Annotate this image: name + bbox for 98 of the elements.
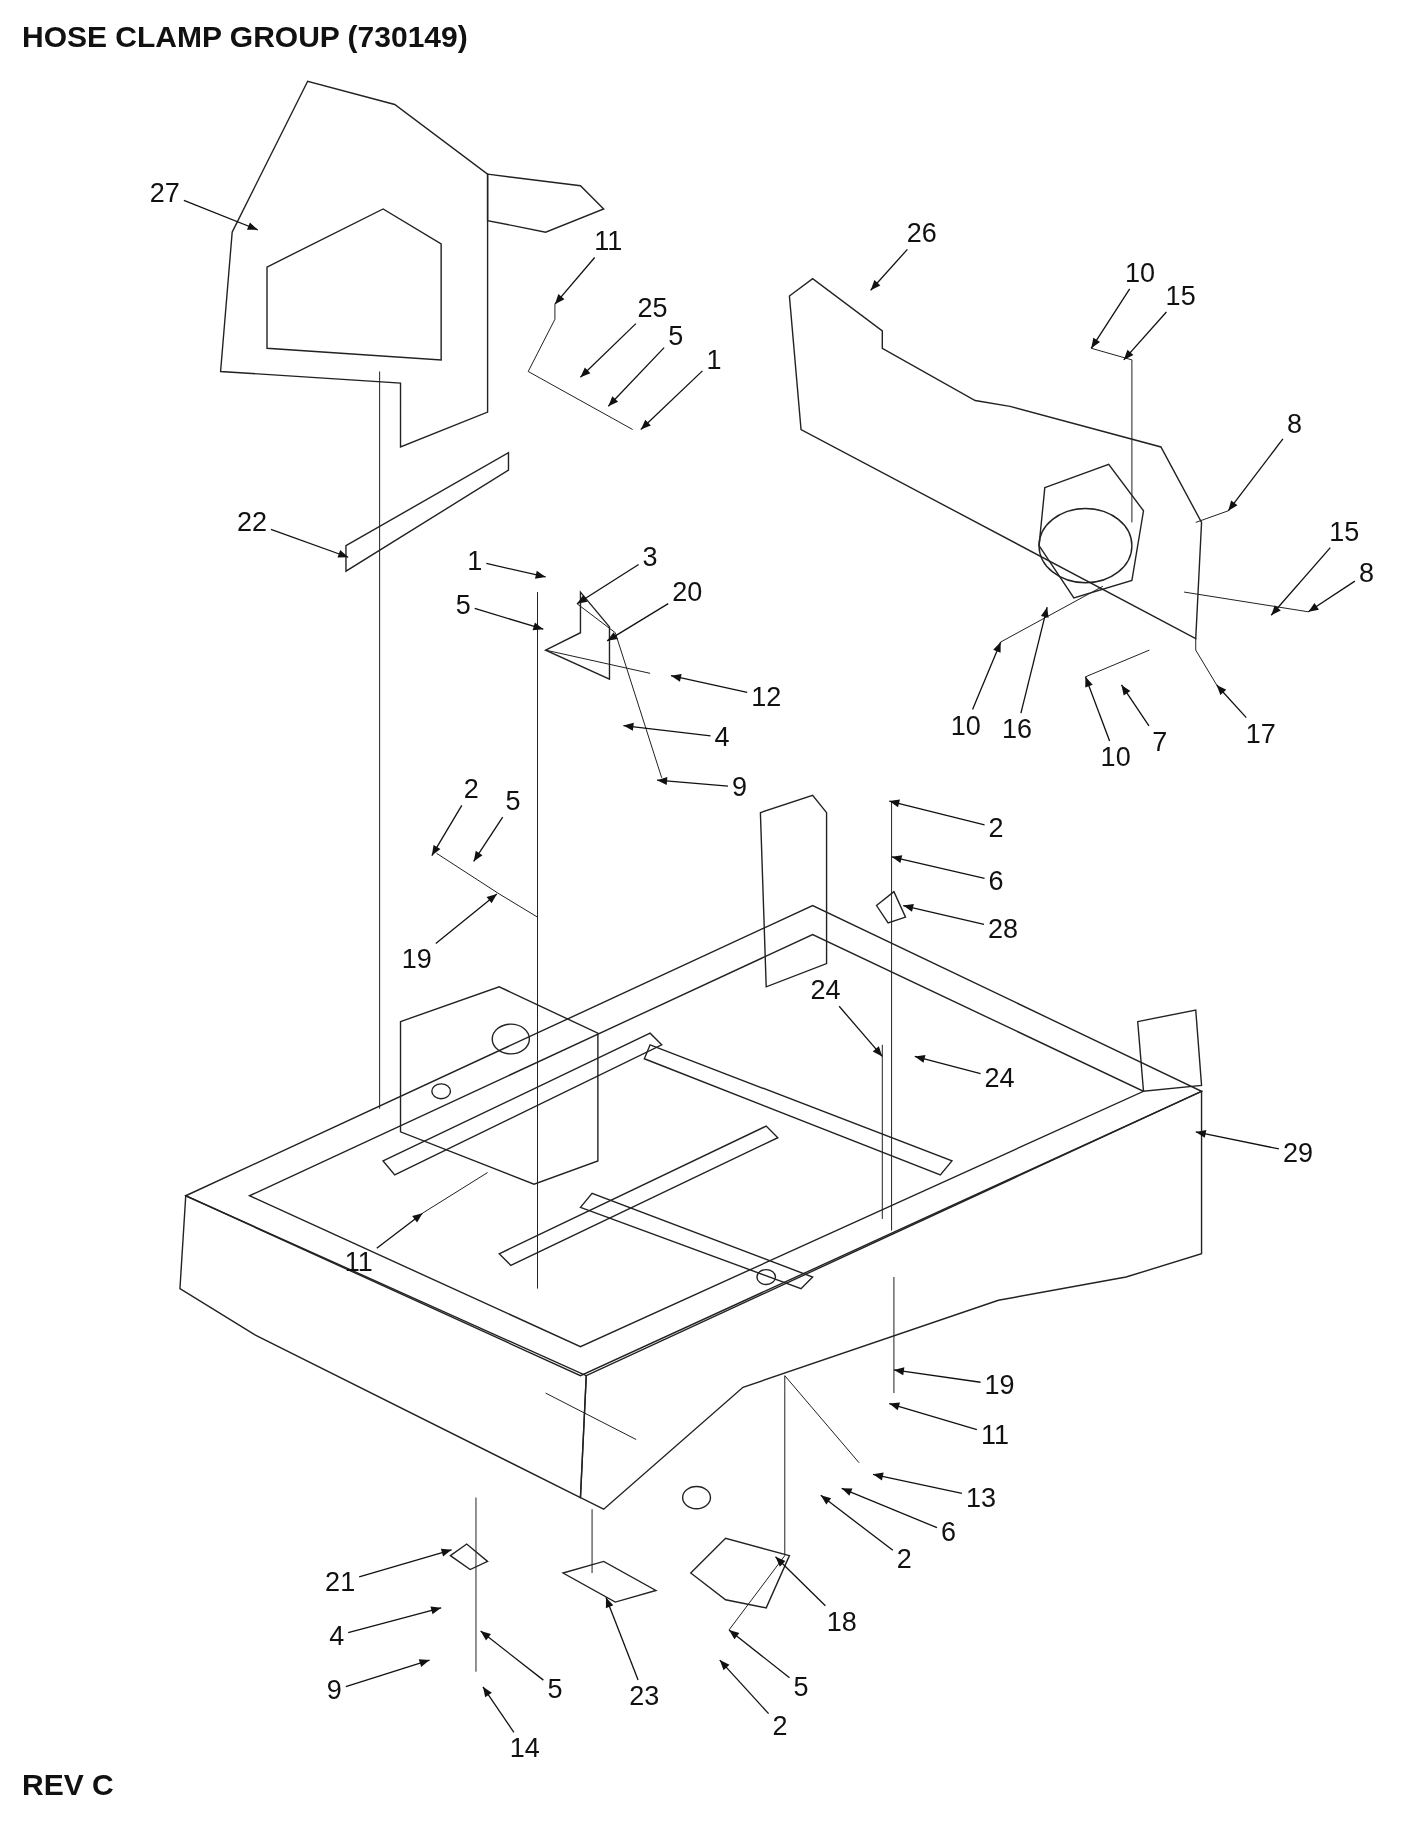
callout-number: 12 [749, 681, 784, 712]
callout-number: 18 [824, 1606, 859, 1637]
callout-number: 9 [324, 1675, 344, 1706]
callout-number: 10 [948, 710, 983, 741]
callout-number: 4 [712, 722, 732, 753]
leader-line [841, 1487, 938, 1529]
leader-line [728, 1629, 791, 1679]
callout-number: 24 [808, 975, 843, 1006]
callout-number: 27 [147, 177, 182, 208]
callout-number: 1 [704, 344, 724, 375]
leader-line [474, 607, 544, 631]
callout-number: 15 [1163, 281, 1198, 312]
callout-number: 5 [545, 1674, 565, 1705]
leader-line [893, 1367, 982, 1383]
leader-line [640, 370, 704, 431]
leader-line [670, 673, 748, 693]
callout-number: 16 [999, 714, 1034, 745]
leader-line [270, 528, 349, 558]
leader-line [914, 1055, 982, 1075]
leader-line [579, 323, 637, 378]
callout-number: 25 [635, 292, 670, 323]
leader-line [622, 722, 712, 737]
callout-number: 6 [986, 866, 1006, 897]
callout-number: 15 [1327, 516, 1362, 547]
leader-line [820, 1494, 894, 1551]
leader-line [1307, 580, 1356, 613]
leader-line [607, 346, 665, 407]
leader-line [435, 893, 498, 945]
leader-line [888, 799, 986, 826]
callout-number: 24 [982, 1063, 1017, 1094]
callout-number: 2 [770, 1711, 790, 1742]
callout-number: 20 [670, 577, 705, 608]
callout-number: 3 [640, 542, 660, 573]
leader-line [838, 1005, 883, 1058]
leader-line [1020, 606, 1049, 714]
leader-line [183, 199, 259, 231]
leader-line [485, 562, 547, 579]
leader-line [888, 1402, 978, 1431]
callout-number: 5 [791, 1671, 811, 1702]
leader-line [719, 1659, 770, 1715]
callout-number: 13 [963, 1482, 998, 1513]
leader-line [774, 1556, 826, 1607]
callout-number: 5 [503, 786, 523, 817]
leader-line [605, 1596, 639, 1681]
leader-line [902, 903, 985, 925]
callout-number: 5 [453, 589, 473, 620]
leader-line [1090, 288, 1131, 349]
callout-number: 19 [399, 943, 434, 974]
callout-number: 6 [938, 1517, 958, 1548]
callout-number: 1 [465, 545, 485, 576]
callout-number: 2 [461, 774, 481, 805]
callout-number: 11 [978, 1419, 1011, 1450]
callout-number: 11 [592, 226, 625, 257]
leader-line [482, 1686, 515, 1733]
leader-line [1123, 311, 1168, 361]
callout-number: 10 [1123, 257, 1158, 288]
callout-number: 29 [1280, 1137, 1315, 1168]
leader-line [473, 816, 504, 863]
leader-line [1084, 676, 1111, 742]
leader-line [376, 1212, 424, 1249]
leader-line [431, 804, 463, 857]
callout-number: 19 [982, 1369, 1017, 1400]
callout-number: 5 [666, 320, 686, 351]
callout-number: 23 [627, 1681, 662, 1712]
callout-number: 10 [1098, 741, 1133, 772]
leader-line [554, 256, 596, 305]
callout-number: 21 [323, 1567, 358, 1598]
callout-number: 26 [904, 218, 939, 249]
leader-line [1216, 684, 1247, 719]
callout-number: 28 [986, 913, 1021, 944]
leader-line [576, 563, 640, 605]
callout-number: 2 [894, 1544, 914, 1575]
callout-number: 11 [342, 1246, 375, 1277]
callout-number: 17 [1243, 718, 1278, 749]
leader-line [1195, 1130, 1280, 1150]
leader-line [656, 777, 729, 787]
callout-number: 22 [234, 507, 269, 538]
leader-line [606, 603, 669, 642]
callout-number: 8 [1284, 408, 1304, 439]
leader-line [870, 248, 909, 291]
callout-number: 9 [730, 772, 749, 803]
leader-line [1120, 684, 1150, 727]
revision-note: REV C [22, 1768, 114, 1802]
callout-number: 14 [507, 1733, 542, 1764]
leader-line [1227, 438, 1284, 512]
callout-number: 2 [986, 812, 1006, 843]
callout-number: 4 [327, 1620, 347, 1651]
leader-line [890, 855, 986, 880]
diagram-title: HOSE CLAMP GROUP (730149) [22, 20, 468, 54]
leader-line [479, 1630, 545, 1681]
leader-line [358, 1548, 453, 1578]
leader-line [872, 1472, 963, 1495]
leader-line [971, 641, 1002, 711]
callout-number: 8 [1356, 558, 1376, 589]
leader-line [1270, 547, 1331, 616]
callout-number: 7 [1150, 726, 1170, 757]
leader-line [345, 1659, 431, 1688]
leader-line [347, 1606, 442, 1634]
